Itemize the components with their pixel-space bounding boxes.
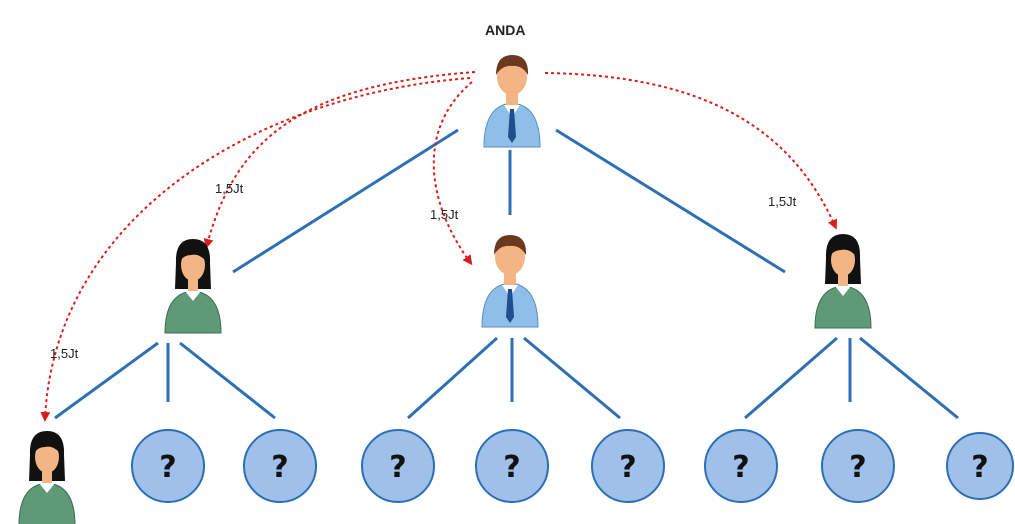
connector-line xyxy=(406,336,499,420)
unknown-mark: ? xyxy=(389,450,406,485)
unknown-node xyxy=(704,429,778,503)
amount-label: 1,5Jt xyxy=(50,346,79,361)
connector-line xyxy=(859,336,959,420)
payment-arrow xyxy=(203,71,476,249)
unknown-node xyxy=(821,429,895,503)
payment-arrow xyxy=(544,72,838,230)
connector-line xyxy=(523,336,621,420)
unknown-node xyxy=(131,429,205,503)
amount-label: 1,5Jt xyxy=(215,181,244,196)
payment-arrow xyxy=(40,77,471,422)
unknown-mark: ? xyxy=(271,450,288,485)
connector-line xyxy=(744,336,838,420)
unknown-node xyxy=(475,429,549,503)
person-male-icon xyxy=(483,54,541,148)
person-male-icon xyxy=(481,234,539,328)
unknown-mark: ? xyxy=(971,450,988,485)
amount-label: 1,5Jt xyxy=(768,194,797,209)
amount-label: 1,5Jt xyxy=(430,207,459,222)
payment-arrow xyxy=(432,81,473,266)
person-female-icon xyxy=(164,238,222,334)
connector-line xyxy=(555,128,786,274)
unknown-mark: ? xyxy=(732,450,749,485)
unknown-node xyxy=(243,429,317,503)
tree-connectors xyxy=(54,128,959,420)
connector-line xyxy=(54,341,159,420)
person-female-icon xyxy=(814,233,872,329)
unknown-nodes xyxy=(131,429,1014,503)
unknown-node xyxy=(946,432,1014,500)
unknown-node xyxy=(361,429,435,503)
payment-arrows xyxy=(40,71,838,422)
unknown-mark: ? xyxy=(619,450,636,485)
person-female-icon xyxy=(18,430,76,524)
unknown-mark: ? xyxy=(159,450,176,485)
unknown-mark: ? xyxy=(503,450,520,485)
connector-line xyxy=(179,341,276,420)
top-person-label: ANDA xyxy=(485,22,526,38)
unknown-node xyxy=(591,429,665,503)
unknown-mark: ? xyxy=(849,450,866,485)
connector-line xyxy=(232,128,459,274)
